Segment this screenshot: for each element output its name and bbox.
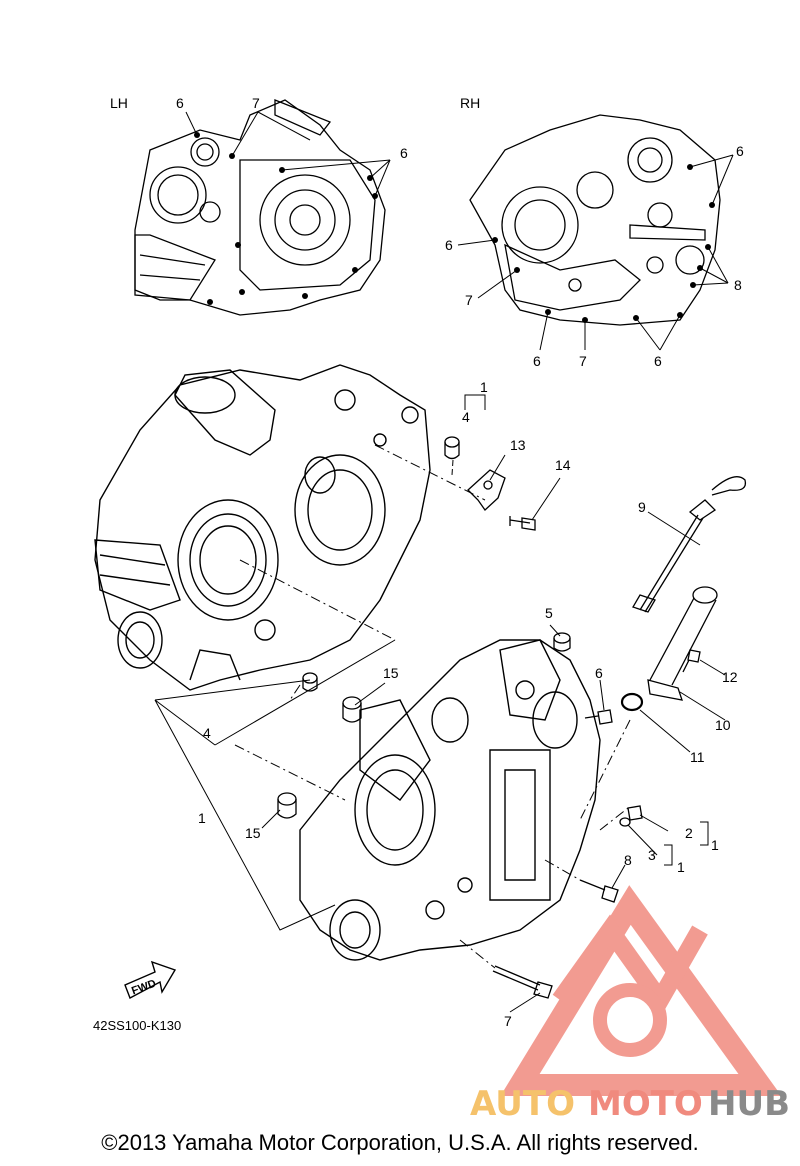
watermark-auto: AUTO: [470, 1084, 575, 1124]
callout-1-r1: 1: [711, 837, 719, 853]
bolt-7-mid: [492, 965, 553, 999]
callout-lh-7: 7: [252, 95, 260, 111]
rh-crankcase-view: [469, 114, 721, 326]
callout-rh-6a: 6: [736, 143, 744, 159]
collar-5: [553, 632, 571, 652]
callout-lh-6a: 6: [176, 95, 184, 111]
lh-bolt-dots: [194, 132, 378, 305]
callout-rh-7b: 7: [579, 353, 587, 369]
part-code: 42SS100-K130: [93, 1018, 181, 1033]
callout-5: 5: [545, 605, 553, 621]
callout-11: 11: [690, 749, 705, 765]
o-ring-11: [620, 692, 644, 712]
bolt-12: [682, 649, 701, 673]
callout-9: 9: [638, 499, 646, 515]
callout-10: 10: [715, 717, 731, 733]
lh-leader-lines: [185, 111, 391, 197]
lh-view-label: LH: [110, 95, 128, 111]
callout-4-top: 4: [462, 409, 470, 425]
callout-1-top: 1: [480, 379, 488, 395]
dowel-pin-15-a: [342, 696, 362, 723]
bolt-14: [509, 516, 536, 531]
watermark-hub: HUB: [708, 1084, 790, 1124]
callout-rh-7a: 7: [465, 292, 473, 308]
callout-rh-6d: 6: [654, 353, 662, 369]
rh-bolt-dots: [492, 164, 715, 323]
drain-plug-2: [627, 805, 643, 821]
dipstick-9: [632, 476, 747, 613]
callout-15-b: 15: [245, 825, 261, 841]
callout-12: 12: [722, 669, 738, 685]
exploded-leader-lines: [154, 394, 726, 1013]
watermark-moto: MOTO: [588, 1084, 703, 1124]
callout-3: 3: [648, 847, 656, 863]
callout-rh-6c: 6: [533, 353, 541, 369]
callout-1-mid: 1: [198, 810, 206, 826]
callout-rh-8: 8: [734, 277, 742, 293]
callout-2: 2: [685, 825, 693, 841]
dowel-pin-15-b: [277, 792, 297, 819]
callout-1-r2: 1: [677, 859, 685, 875]
callout-6-mid: 6: [595, 665, 603, 681]
gasket-3: [619, 817, 631, 827]
callout-lh-6b: 6: [400, 145, 408, 161]
callout-labels: 1 4 13 14 9 5 6 12 10 11 15 4 1 15 2 1 3…: [198, 379, 738, 1029]
fwd-arrow-icon: FWD: [124, 960, 177, 999]
bolt-6-mid: [584, 709, 613, 725]
lh-crankcase-view: [134, 99, 386, 316]
oil-tube-10: [647, 586, 718, 701]
rh-view-label: RH: [460, 95, 480, 111]
dowel-pin-4-mid: [302, 672, 318, 692]
right-crankcase-half: [299, 639, 601, 961]
rh-leader-lines: [457, 154, 734, 351]
copyright-notice: ©2013 Yamaha Motor Corporation, U.S.A. A…: [101, 1130, 699, 1155]
callout-7-mid: 7: [504, 1013, 512, 1029]
callout-15-a: 15: [383, 665, 399, 681]
bolt-8-mid: [579, 879, 619, 903]
left-crankcase-half: [94, 364, 431, 691]
bracket-13: [467, 469, 506, 511]
callout-14: 14: [555, 457, 571, 473]
dowel-pin-4-top: [444, 436, 460, 460]
callout-8-mid: 8: [624, 852, 632, 868]
callout-4-mid: 4: [203, 725, 211, 741]
callout-13: 13: [510, 437, 526, 453]
dashed-alignment-lines: [234, 444, 631, 969]
callout-rh-6b: 6: [445, 237, 453, 253]
automotohub-logo: [500, 885, 782, 1096]
